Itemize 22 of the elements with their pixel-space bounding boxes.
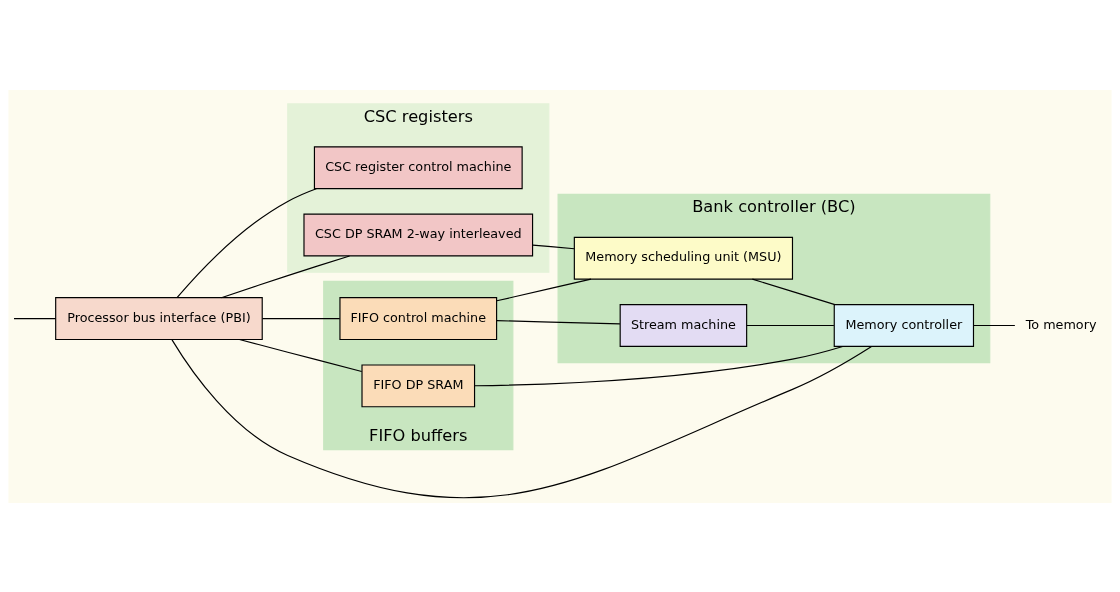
connector (496, 319, 621, 324)
connector (532, 243, 575, 249)
connector (171, 338, 873, 498)
node-box: Memory controller (833, 303, 975, 347)
connector (973, 324, 1016, 326)
node-box: FIFO control machine (339, 296, 498, 340)
connector (176, 187, 317, 298)
node-box: Stream machine (619, 303, 748, 347)
node-text: To memory (1025, 316, 1097, 332)
connector (746, 324, 835, 326)
node-box: FIFO DP SRAM (361, 363, 476, 407)
connector (496, 278, 592, 301)
connector (474, 345, 844, 386)
connector (261, 317, 341, 319)
connector (751, 278, 836, 305)
connector (238, 338, 363, 372)
connector (13, 317, 57, 319)
node-box: CSC register control machine (313, 145, 523, 189)
connector (220, 254, 351, 298)
node-box: CSC DP SRAM 2-way interleaved (303, 213, 534, 256)
node-box: Processor bus interface (PBI) (55, 296, 263, 340)
node-box: Memory scheduling unit (MSU) (573, 236, 794, 280)
